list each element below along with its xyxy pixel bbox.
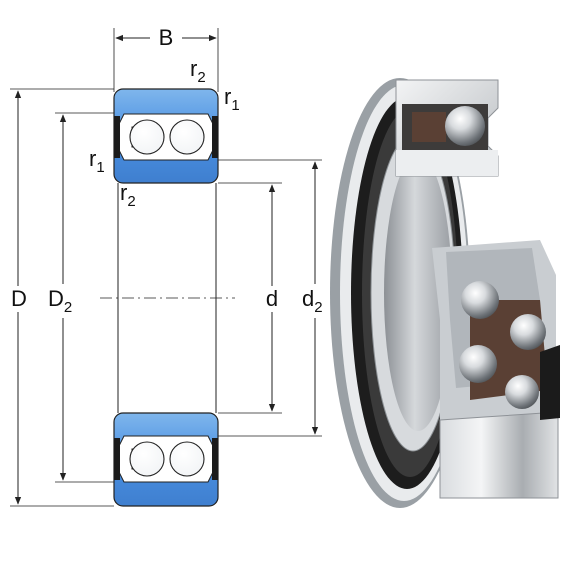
seal-right: [212, 438, 218, 480]
label-r1-sub: 1: [96, 159, 104, 176]
label-mask: [6, 286, 32, 312]
label-d2-main: d: [302, 286, 314, 311]
cage: [412, 112, 446, 142]
label-r1-main: r: [89, 146, 96, 171]
cross-section-drawing: B D D2 d d2 r2 r1 r1 r2: [6, 25, 332, 507]
label-r2-bottom: r2: [120, 180, 136, 210]
bore: [384, 155, 452, 431]
label-r2-main: r: [120, 180, 127, 205]
label-r1-sub: 1: [231, 97, 239, 114]
label-mask: [46, 284, 82, 318]
ball: [129, 119, 165, 155]
label-r1-right: r1: [224, 84, 240, 114]
outer-ring-cut: [439, 411, 559, 499]
label-r1-left: r1: [89, 146, 105, 176]
ball: [459, 345, 497, 383]
ball: [129, 441, 165, 477]
label-D2-main: D: [48, 286, 64, 311]
seal-left: [114, 116, 120, 158]
self-aligning-ball-bearing-render: [330, 78, 560, 508]
label-D2: D2: [48, 286, 72, 316]
label-d: d: [266, 286, 278, 311]
label-mask: [300, 284, 332, 318]
ball: [461, 281, 499, 319]
seal-right: [212, 116, 218, 158]
label-D2-sub: 2: [64, 299, 72, 316]
upper-ring-section: [113, 88, 219, 184]
label-r2-top: r2: [190, 56, 206, 86]
label-r2-sub: 2: [127, 193, 135, 210]
label-B: B: [159, 25, 174, 50]
label-mask: [150, 26, 182, 50]
inner-ring-cut: [396, 150, 498, 176]
seal-left: [114, 438, 120, 480]
label-r2-main: r: [190, 56, 197, 81]
ball: [505, 375, 539, 409]
seal-cut: [540, 345, 560, 420]
ball: [169, 441, 205, 477]
ball: [510, 314, 546, 350]
label-D: D: [11, 286, 27, 311]
upper-cutaway: [395, 79, 499, 177]
label-r2-sub: 2: [197, 69, 205, 86]
ball: [445, 106, 485, 146]
label-d2: d2: [302, 286, 323, 316]
ball: [169, 119, 205, 155]
label-mask: [262, 286, 284, 312]
lower-ring-section: [113, 412, 219, 507]
label-d2-sub: 2: [314, 299, 322, 316]
label-r1-main: r: [224, 84, 231, 109]
lower-cutaway: [432, 240, 560, 499]
